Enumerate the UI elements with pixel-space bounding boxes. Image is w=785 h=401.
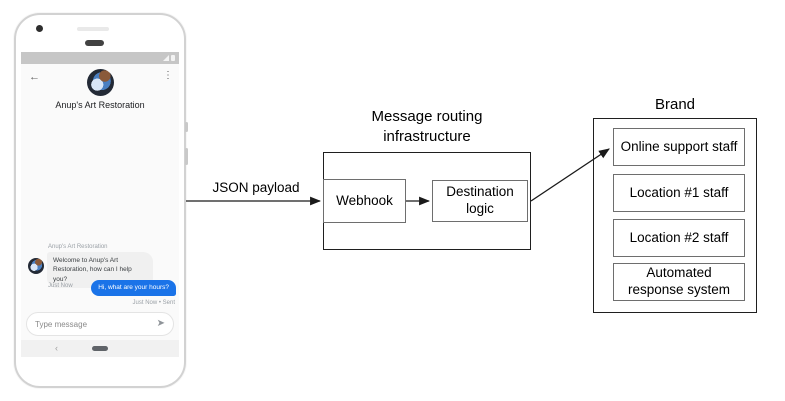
brand-item-label: Automated response system — [627, 265, 731, 297]
signal-icon — [163, 55, 169, 61]
brand-item-location-1: Location #1 staff — [613, 174, 745, 212]
phone-volume-button — [185, 148, 188, 165]
avatar — [28, 258, 44, 274]
phone-speaker — [85, 40, 104, 46]
chat-header: ← ⋮ Anup's Art Restoration — [21, 64, 179, 124]
overflow-menu-icon[interactable]: ⋮ — [163, 70, 173, 81]
routing-title: Message routing infrastructure — [371, 108, 483, 145]
android-nav-bar: ‹ — [21, 340, 179, 357]
destination-logic-box: Destination logic — [432, 180, 528, 222]
phone-power-button — [185, 122, 188, 132]
message-composer[interactable]: ➤ — [26, 312, 174, 336]
nav-back-icon[interactable]: ‹ — [55, 343, 58, 353]
avatar — [87, 69, 114, 96]
nav-home-icon[interactable] — [92, 346, 108, 351]
brand-item-automated-response: Automated response system — [613, 263, 745, 301]
incoming-timestamp: Just Now — [48, 283, 73, 289]
send-icon[interactable]: ➤ — [156, 318, 165, 329]
brand-item-label: Location #1 staff — [629, 184, 729, 200]
brand-item-location-2: Location #2 staff — [613, 219, 745, 257]
status-bar — [21, 52, 179, 64]
back-arrow-icon[interactable]: ← — [29, 71, 40, 83]
brand-item-label: Online support staff — [620, 138, 738, 154]
json-payload-label: JSON payload — [212, 180, 300, 195]
phone-camera — [36, 25, 43, 32]
chat-title: Anup's Art Restoration — [55, 100, 145, 110]
brand-item-label: Location #2 staff — [629, 229, 729, 245]
webhook-label: Webhook — [336, 192, 393, 208]
brand-item-online-support: Online support staff — [613, 128, 745, 166]
outgoing-timestamp: Just Now • Sent — [132, 300, 175, 306]
phone-screen: ← ⋮ Anup's Art Restoration Anup's Art Re… — [21, 52, 179, 357]
destination-logic-label: Destination logic — [446, 184, 514, 216]
sender-label: Anup's Art Restoration — [48, 244, 108, 250]
webhook-box: Webhook — [323, 179, 406, 223]
message-input[interactable] — [35, 319, 157, 329]
brand-title: Brand — [654, 96, 696, 113]
battery-icon — [171, 55, 175, 61]
phone-earpiece-slot — [77, 27, 109, 31]
outgoing-message-bubble: Hi, what are your hours? — [91, 280, 176, 296]
status-bar-icons — [163, 55, 175, 61]
